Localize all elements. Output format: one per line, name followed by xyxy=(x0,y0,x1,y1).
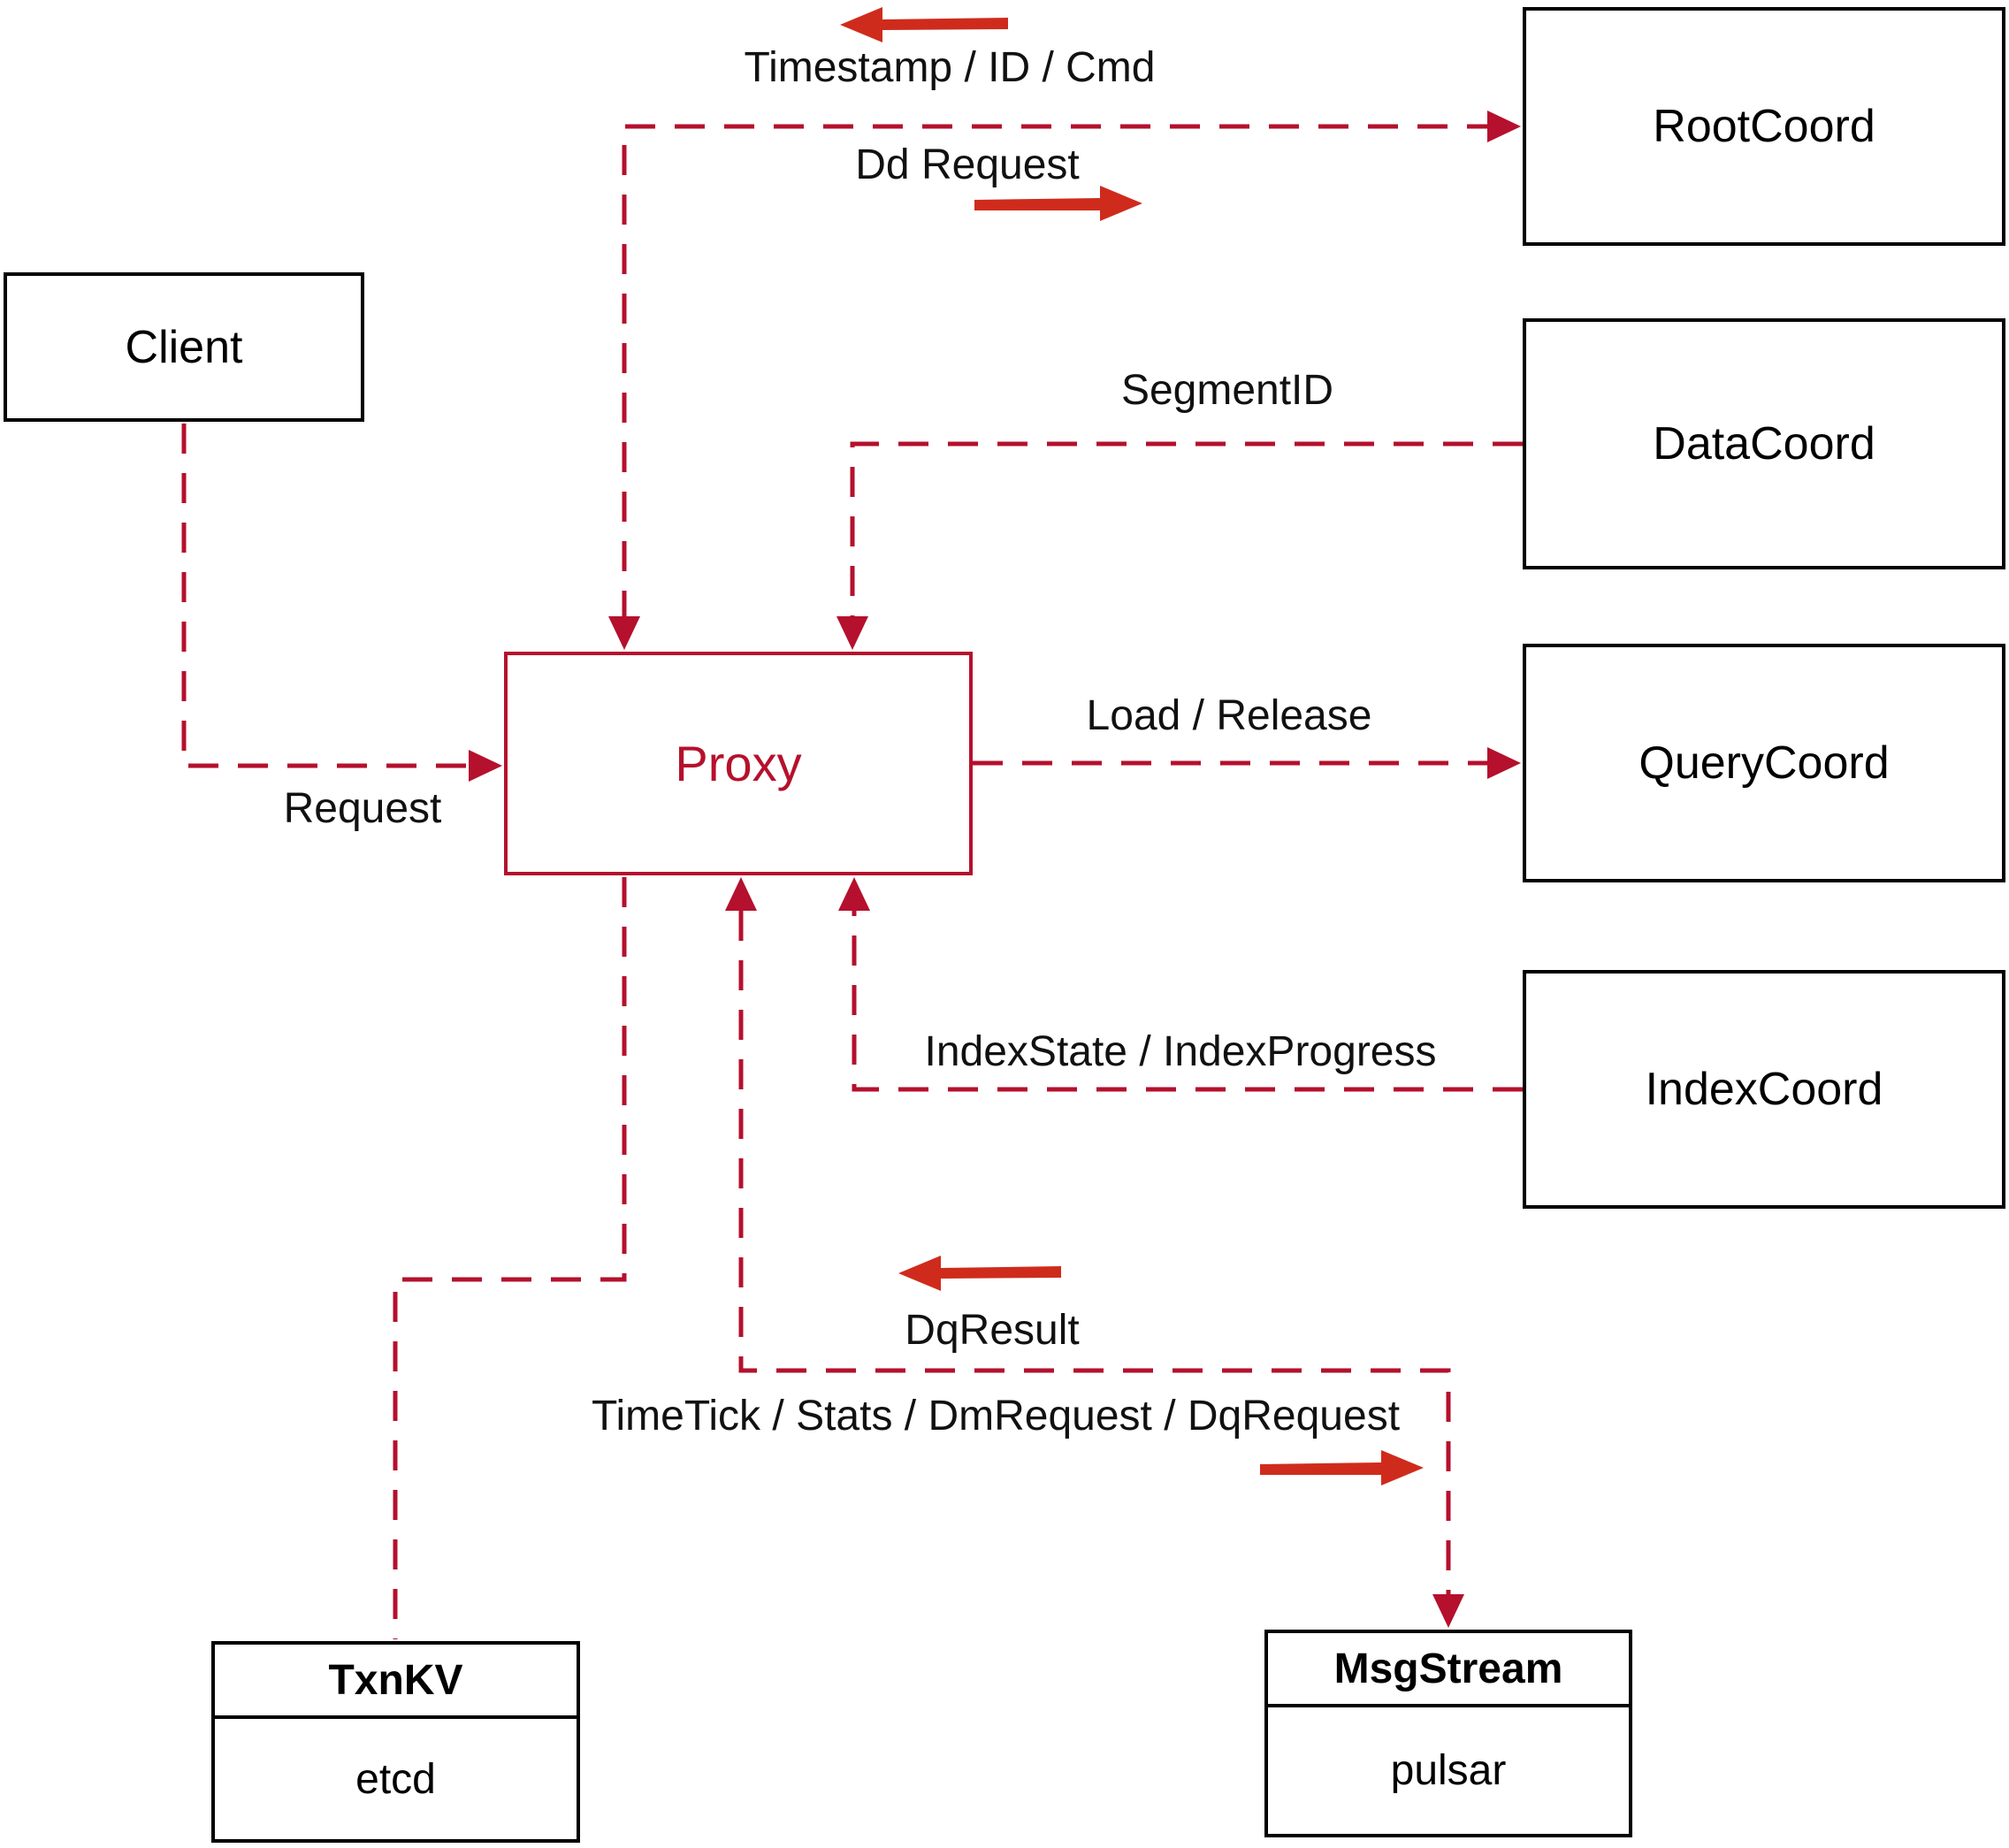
arrowhead-into-msgstream xyxy=(1432,1594,1464,1628)
edge-label-dd-request: Dd Request xyxy=(855,141,1080,188)
arrowhead-into-proxy-bottom-right xyxy=(838,877,870,911)
edge-label-segmentid: SegmentID xyxy=(1120,367,1334,414)
node-rootcoord: RootCoord xyxy=(1523,7,2005,246)
node-querycoord: QueryCoord xyxy=(1523,644,2005,882)
edge-indexcoord-proxy xyxy=(852,911,1523,1092)
flow-arrow-left-timestamp xyxy=(840,7,1008,42)
edge-label-load-release: Load / Release xyxy=(1086,692,1372,739)
arrowhead-into-proxy-top-right xyxy=(836,616,868,650)
node-msgstream-title: MsgStream xyxy=(1268,1633,1629,1707)
flow-arrow-right-dd-request xyxy=(974,186,1142,221)
node-proxy: Proxy xyxy=(504,652,973,875)
arrowhead-into-proxy-top-left xyxy=(608,616,640,650)
node-indexcoord: IndexCoord xyxy=(1523,970,2005,1209)
node-indexcoord-label: IndexCoord xyxy=(1645,1064,1883,1115)
edge-proxy-rootcoord xyxy=(622,124,1487,621)
arrowhead-into-proxy-left xyxy=(469,750,502,782)
flow-arrow-left-dqresult xyxy=(898,1256,1061,1291)
node-txnkv-title: TxnKV xyxy=(215,1645,577,1719)
edge-proxy-txnkv xyxy=(393,877,627,1639)
node-proxy-label: Proxy xyxy=(675,736,802,791)
edge-label-request: Request xyxy=(283,785,442,832)
edge-label-dqresult: DqResult xyxy=(905,1307,1080,1354)
node-datacoord: DataCoord xyxy=(1523,318,2005,569)
node-txnkv-subtitle: etcd xyxy=(355,1755,436,1803)
flow-arrow-right-timetick xyxy=(1260,1450,1424,1485)
edge-label-timetick-stats-dmrequest-dqrequest: TimeTick / Stats / DmRequest / DqRequest xyxy=(591,1393,1401,1439)
node-msgstream-subtitle: pulsar xyxy=(1390,1747,1507,1794)
edge-proxy-msgstream xyxy=(738,911,1451,1595)
node-msgstream: MsgStream pulsar xyxy=(1264,1630,1632,1837)
node-querycoord-label: QueryCoord xyxy=(1639,737,1890,789)
arrowhead-into-rootcoord xyxy=(1487,111,1521,142)
edge-label-indexstate-indexprogress: IndexState / IndexProgress xyxy=(924,1028,1437,1075)
arrowhead-into-proxy-bottom-left xyxy=(725,877,757,911)
node-client: Client xyxy=(4,272,364,422)
node-rootcoord-label: RootCoord xyxy=(1653,101,1875,152)
node-client-label: Client xyxy=(125,321,243,373)
edge-datacoord-proxy xyxy=(850,441,1523,619)
edge-client-proxy xyxy=(181,424,467,768)
node-datacoord-label: DataCoord xyxy=(1653,418,1875,470)
node-txnkv: TxnKV etcd xyxy=(211,1641,580,1843)
edge-label-timestamp-id-cmd: Timestamp / ID / Cmd xyxy=(744,44,1156,91)
arrowhead-into-querycoord xyxy=(1487,747,1521,779)
